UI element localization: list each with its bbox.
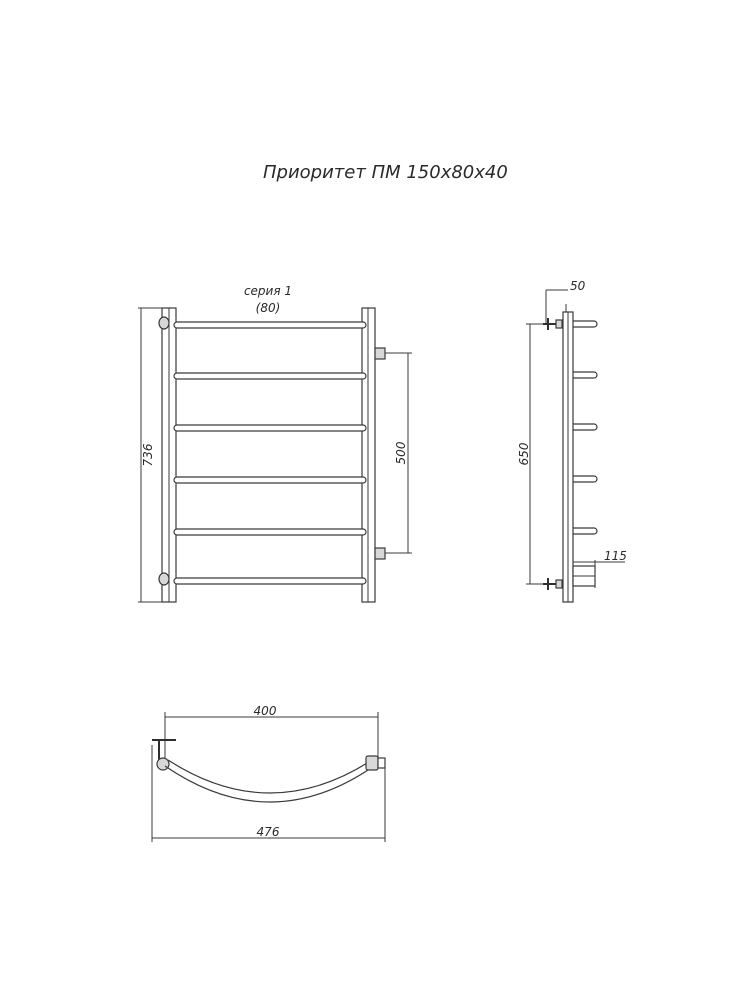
connector-bottom [374,547,386,560]
wall-mount-bottom [158,572,170,586]
top-right-connector [365,755,379,771]
series-label: серия 1 [244,284,292,298]
rung-stub [573,527,598,535]
bracket-bottom-nut [555,579,563,589]
rung [173,321,367,329]
arc-rail-outer [164,765,375,803]
wall-mount-top [158,316,170,330]
arc-rail-inner [167,759,373,794]
rung [173,476,367,484]
connector-top [374,347,386,360]
rung [173,424,367,432]
bracket-top-nut [555,319,563,329]
rung [173,372,367,380]
rung-stub [573,371,598,379]
top-view: 400 476 [151,704,386,842]
rung-stub [573,423,598,431]
series-value: (80) [256,301,281,315]
dim-total-width: 476 [257,825,280,839]
dim-side-height: 650 [517,442,531,465]
dim-depth-bottom: 115 [604,549,627,563]
side-view: 650 50 115 [517,279,627,603]
dim-total-height: 736 [141,443,155,466]
rung [173,528,367,536]
product-title: Приоритет ПМ 150х80х40 [263,162,508,183]
dim-arc-width: 400 [254,704,277,718]
front-view: 736 серия 1 (80) 500 [138,284,412,603]
dim-depth-top: 50 [570,279,586,293]
rung-stub [573,320,598,328]
top-right-nut [377,757,386,769]
rung-stub [573,475,598,483]
dim-connection-spacing: 500 [394,441,408,464]
rung [173,577,367,585]
